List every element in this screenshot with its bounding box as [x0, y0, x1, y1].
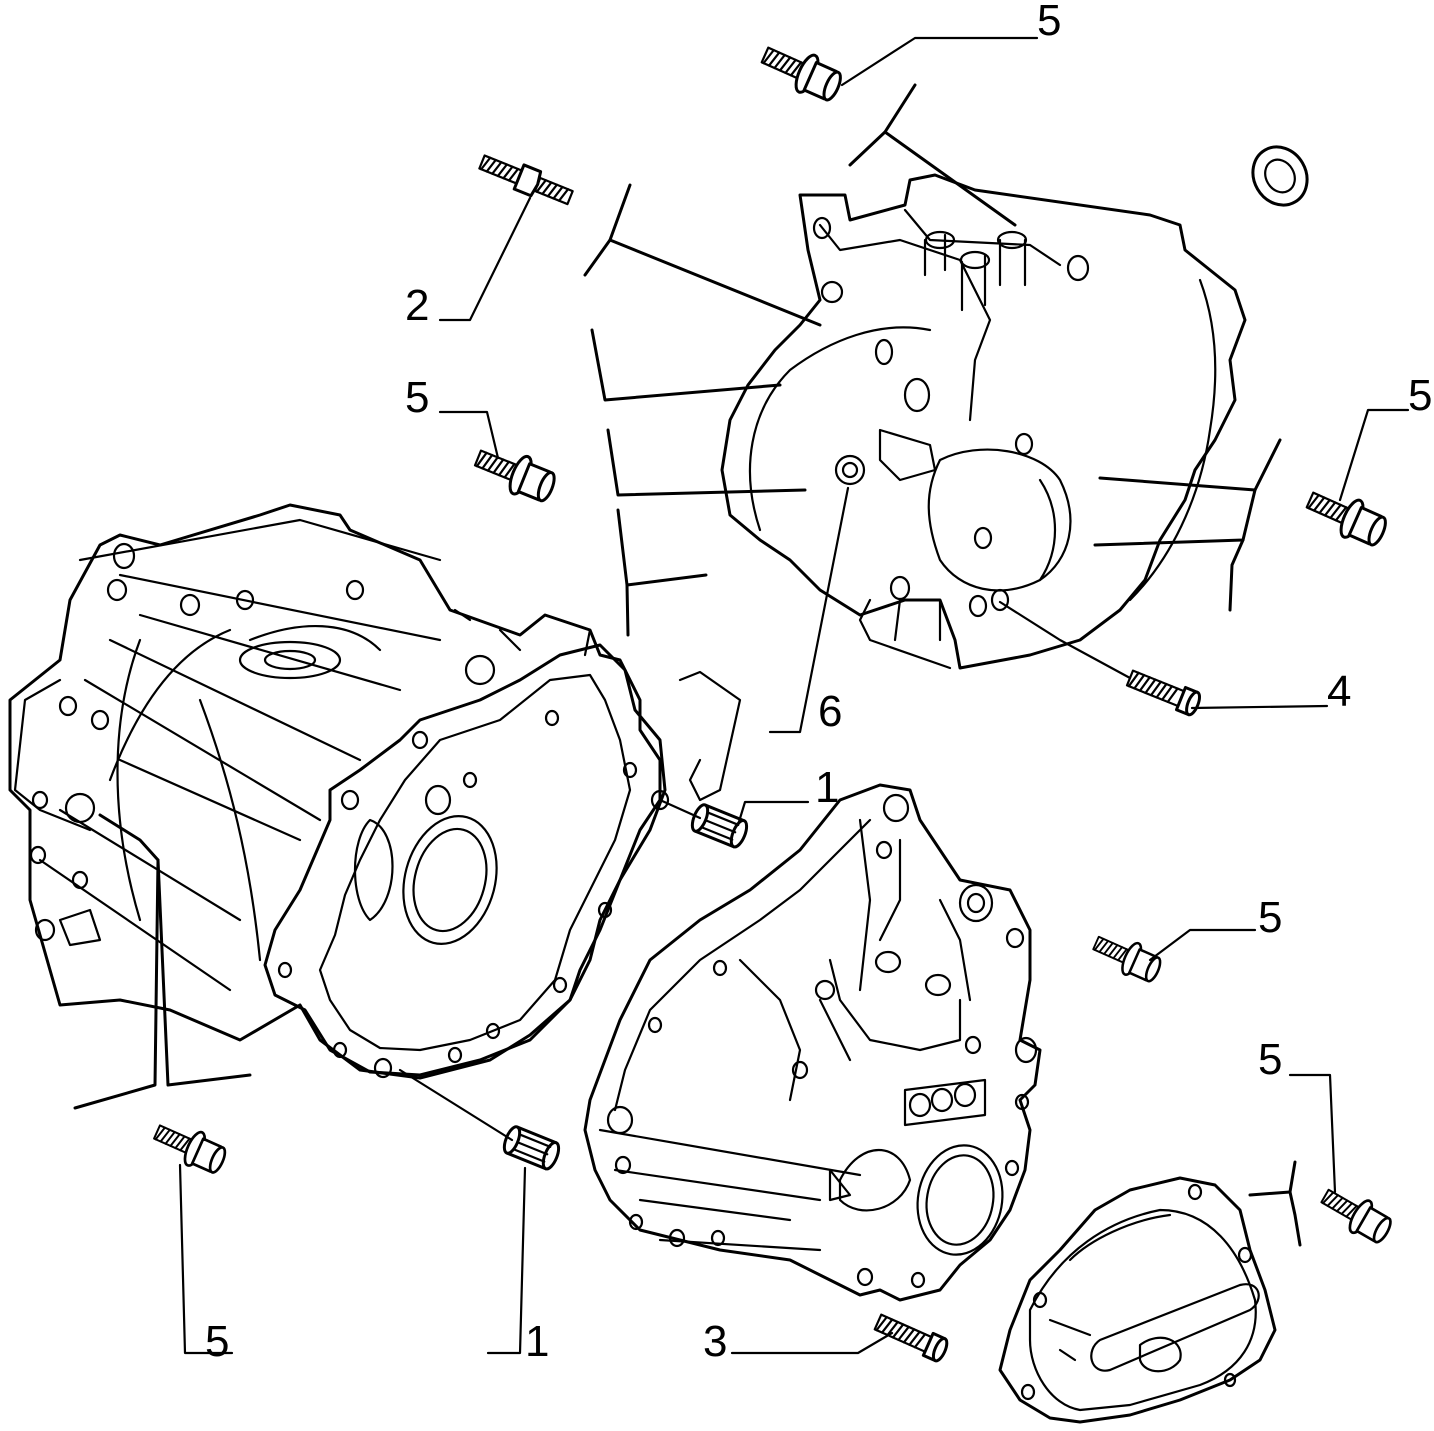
flange-bolt-left-upper: [469, 437, 562, 509]
dowel-upper: [687, 801, 752, 851]
callout-5-top: 5: [1037, 0, 1061, 45]
callout-4: 4: [1327, 667, 1351, 716]
main-case-flange: [263, 608, 742, 1079]
flange-bolt-cover: [1314, 1179, 1398, 1249]
flange-bolt-right: [1300, 480, 1393, 553]
guide-lines-upper: [583, 83, 1282, 637]
flange-bolt-bottom-left: [148, 1114, 232, 1180]
callout-5-left-upper: 5: [405, 373, 429, 422]
callout-2: 2: [405, 281, 429, 330]
callout-3: 3: [703, 1317, 727, 1366]
callout-5-cover: 5: [1258, 1035, 1282, 1084]
callout-5-mid-right: 5: [1258, 893, 1282, 942]
callout-1-lower: 1: [525, 1317, 549, 1366]
callout-6: 6: [818, 687, 842, 736]
callout-5-right: 5: [1408, 371, 1432, 420]
callout-5-bottom-left: 5: [205, 1317, 229, 1366]
long-bolt-4: [1124, 665, 1204, 718]
upper-housing: [720, 173, 1247, 670]
guide-lines-cover: [1248, 1160, 1302, 1247]
callout-1-upper: 1: [815, 763, 839, 812]
callout-labels: 5 2 5 5 4 6 1 5 5 5 1 3: [205, 0, 1432, 1366]
end-cover: [998, 1176, 1277, 1424]
rear-housing: [583, 783, 1042, 1302]
guide-lines-left: [73, 813, 252, 1110]
oil-seal-ring: [1251, 145, 1309, 207]
stud-bolt: [475, 148, 577, 212]
leader-lines: [178, 36, 1410, 1355]
dowel-lower: [499, 1123, 564, 1173]
flange-bolt-top: [755, 35, 848, 108]
